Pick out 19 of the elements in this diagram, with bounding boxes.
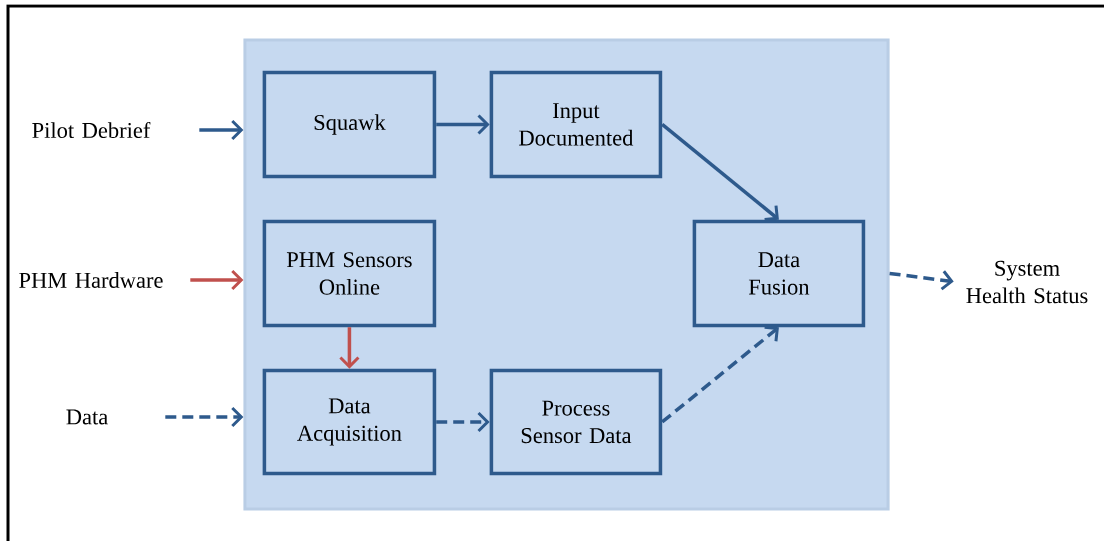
arrow: [436, 411, 490, 432]
flow-text: Pilot Debrief: [32, 122, 151, 139]
arrow: [436, 114, 490, 135]
process-box: Data Fusion: [692, 219, 866, 328]
process-box: Squawk: [262, 70, 437, 179]
process-box: PHM Sensors Online: [262, 219, 437, 328]
flow-text: PHM Hardware: [19, 272, 163, 288]
process-box: Process Sensor Data: [489, 368, 663, 476]
arrow: [190, 269, 244, 291]
arrow: [661, 325, 779, 424]
arrow: [661, 123, 779, 222]
arrow: [339, 327, 360, 369]
flow-text: System Health Status: [966, 260, 1088, 304]
flow-text: Data: [66, 409, 108, 425]
arrow: [889, 270, 954, 291]
process-box: Input Documented: [489, 70, 663, 179]
arrow: [199, 119, 244, 141]
arrow: [165, 406, 244, 428]
process-box: Data Acquisition: [262, 368, 437, 476]
